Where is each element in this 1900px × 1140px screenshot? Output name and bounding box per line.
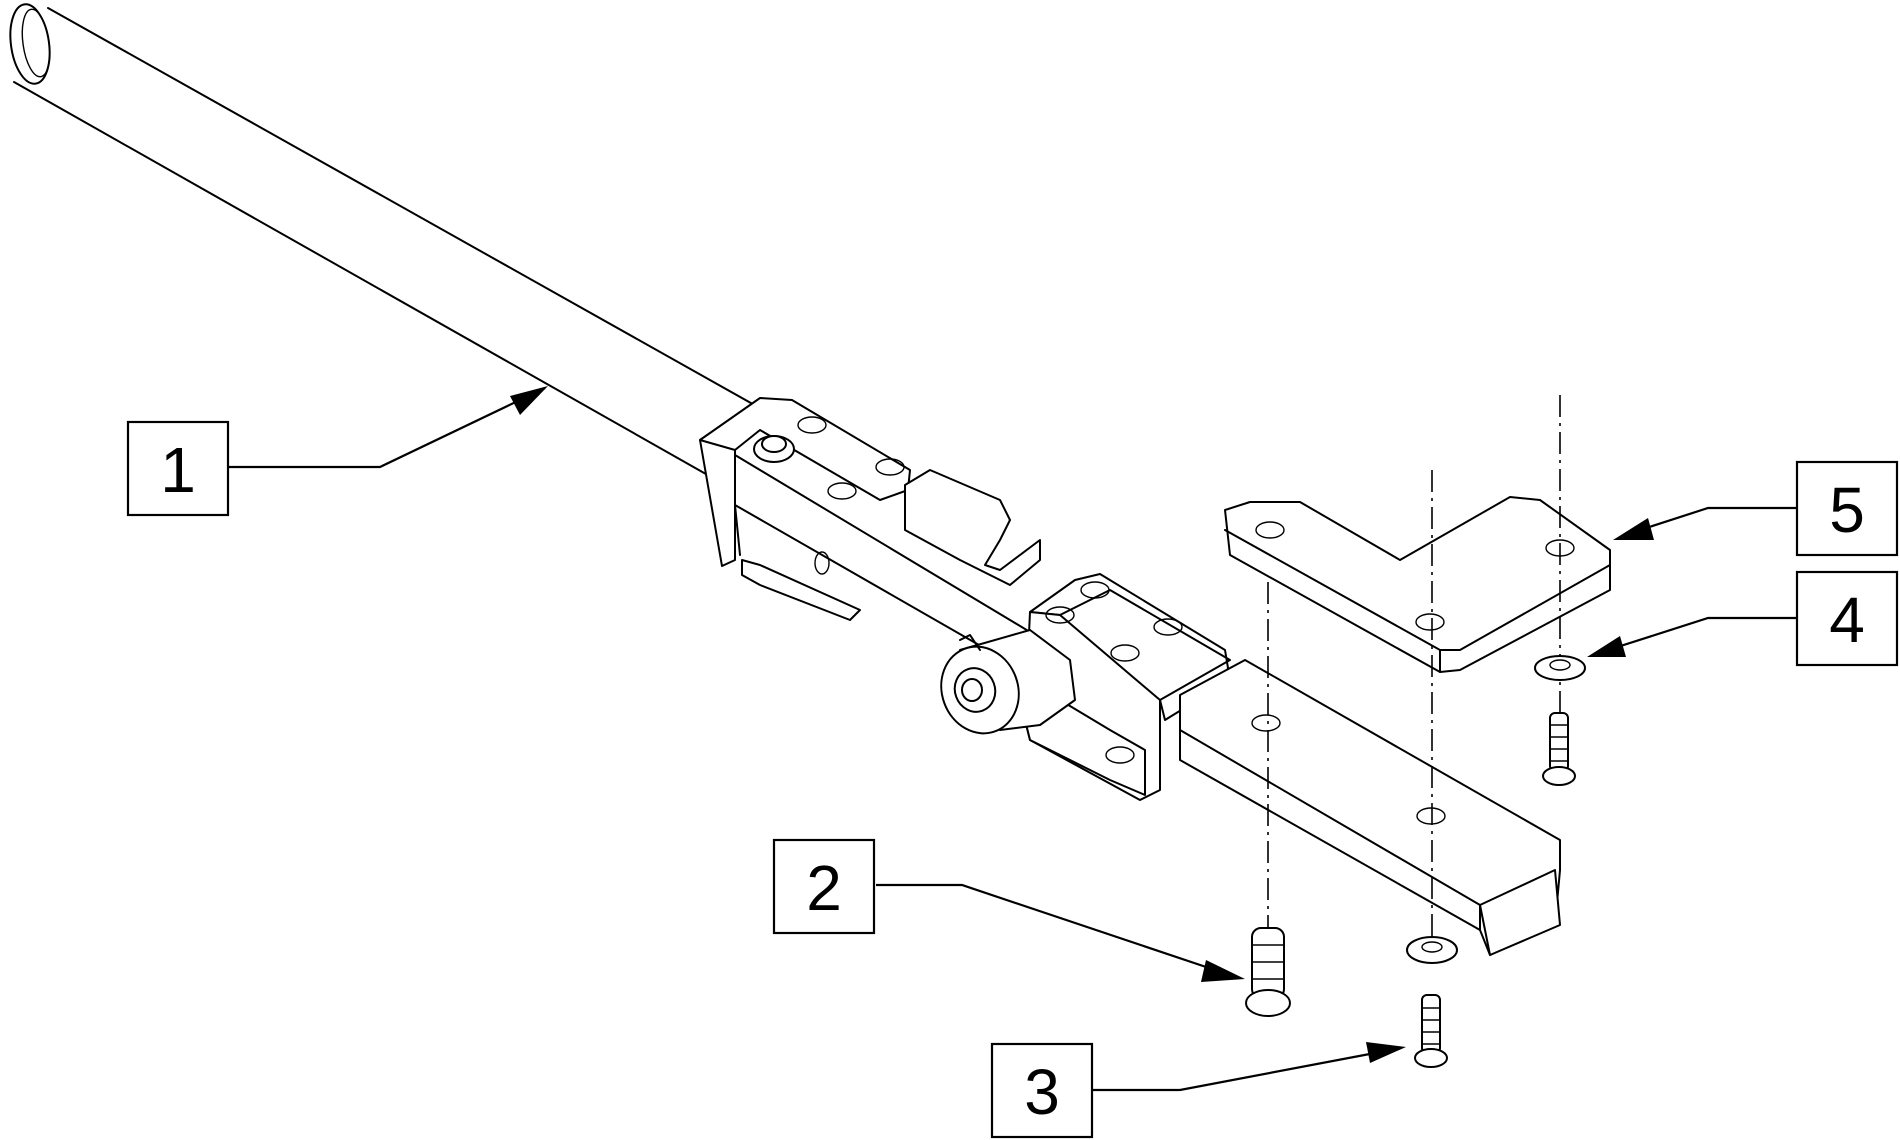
alignment-lines bbox=[1267, 395, 1561, 940]
callout-5: 5 bbox=[1795, 460, 1899, 557]
mounting-plate bbox=[1224, 496, 1611, 673]
callout-4-label: 4 bbox=[1829, 584, 1865, 656]
rear-clamp-bracket bbox=[699, 397, 1041, 681]
callout-2: 2 bbox=[772, 838, 876, 935]
washer-lower bbox=[1406, 936, 1458, 964]
callout-3-label: 3 bbox=[1024, 1056, 1060, 1128]
callout-1-label: 1 bbox=[160, 434, 196, 506]
leader-1 bbox=[229, 387, 546, 469]
screw-part-3 bbox=[1414, 994, 1448, 1068]
arrowhead-4 bbox=[1587, 636, 1626, 657]
callout-1: 1 bbox=[126, 420, 230, 517]
callout-5-label: 5 bbox=[1829, 474, 1865, 546]
tube-part bbox=[9, 3, 791, 483]
bolt-part-2 bbox=[1245, 927, 1291, 1017]
pivot-knob bbox=[940, 629, 1076, 735]
leader-2 bbox=[876, 883, 1216, 972]
washer-part-4 bbox=[1534, 655, 1586, 681]
arrowhead-3 bbox=[1366, 1042, 1406, 1063]
callout-3: 3 bbox=[990, 1042, 1094, 1139]
screw-upper bbox=[1542, 712, 1576, 786]
callout-4: 4 bbox=[1795, 570, 1899, 667]
arrowhead-5 bbox=[1613, 518, 1654, 540]
leader-3 bbox=[1092, 1051, 1376, 1092]
leader-lines bbox=[229, 386, 1796, 1092]
leader-5 bbox=[1639, 506, 1796, 532]
arrowhead-2 bbox=[1201, 960, 1245, 982]
arrowhead-1 bbox=[510, 386, 548, 415]
leader-4 bbox=[1607, 616, 1796, 652]
callout-2-label: 2 bbox=[806, 852, 842, 924]
